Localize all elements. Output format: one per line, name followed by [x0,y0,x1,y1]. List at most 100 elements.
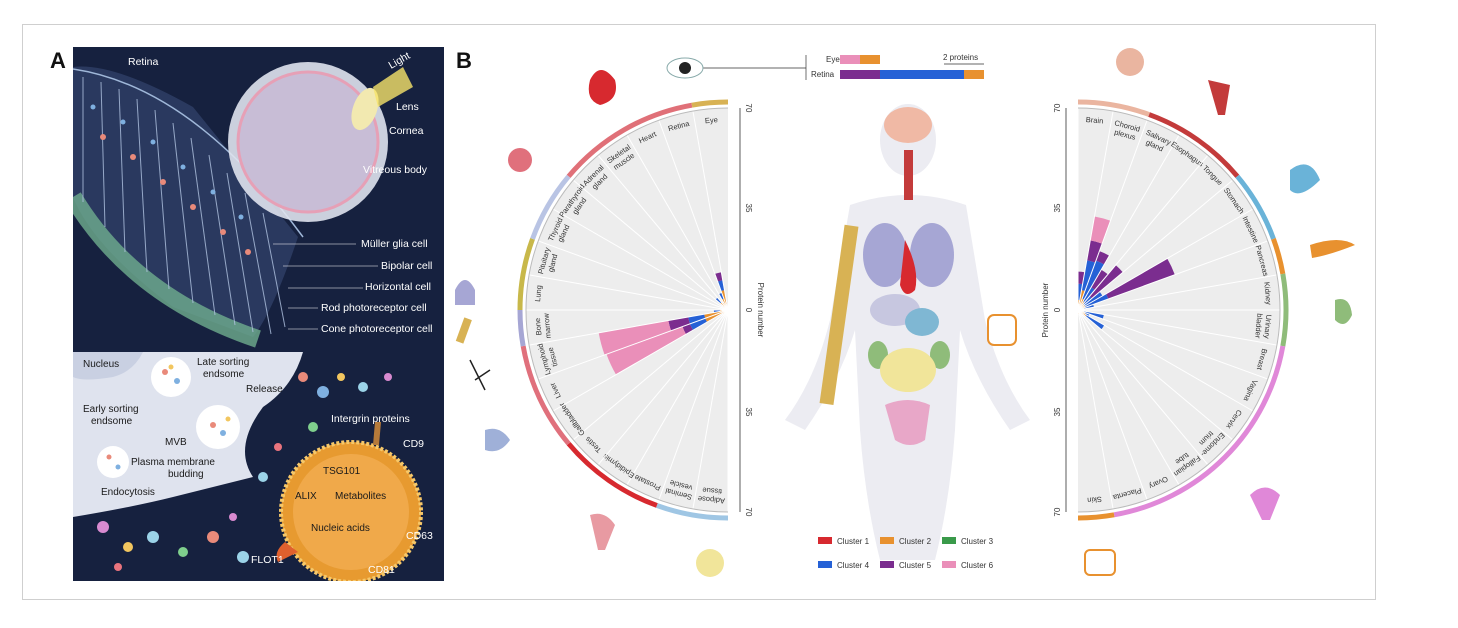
wedge-segment [1084,312,1090,317]
legend-label: Cluster 4 [837,561,870,570]
axis-label: Protein number [756,283,765,338]
region-arc [1113,345,1286,518]
metabolites-label: Metabolites [335,491,386,502]
eyeball [228,62,413,222]
lymph-icon [469,359,491,391]
kidney-icon [1335,299,1352,324]
wedge-segment [598,320,672,355]
organ-label: Lung [533,285,543,302]
panel-b-letter: B [456,48,472,73]
wedge-segment [715,297,722,304]
wedge-segment [1084,291,1103,306]
lens-label: Lens [396,101,419,113]
retina-label: Retina [128,56,159,68]
legend-swatch [880,561,894,568]
region-arc [656,503,729,521]
cell-interior [73,352,303,517]
organ-label: Urinarybladder [1253,313,1273,340]
adipose-icon [696,549,724,577]
region-arc [517,238,535,311]
organ-label: Skin [1087,495,1102,505]
legend-swatch [942,537,956,544]
left-radial-chart: AdiposetissueSeminalvesicleProstateEpidi… [517,99,765,521]
stomach-icon [1290,164,1320,194]
vitreous-body-label: Vitreous body [363,164,428,176]
heart-icon [588,70,616,105]
bipolar-cell-label: Bipolar cell [381,260,432,272]
eye-retina-bar: Eye Retina 2 proteins [700,53,984,80]
legend-swatch [818,561,832,568]
axis-tick: 35 [744,408,753,417]
tsg101-label: TSG101 [323,466,361,477]
organ-label: Kidney [1262,282,1273,306]
wedge-segment [1091,269,1108,290]
region-arc [566,442,658,508]
alix-label: ALIX [295,491,317,502]
wedge-segment [1085,315,1105,330]
cd9-label: CD9 [403,438,424,450]
released-vesicles [97,372,392,571]
panel-a-illustration: Retina Light Lens Cornea Vitreous body M… [73,47,444,581]
region-arc [517,309,526,347]
axis-tick: 35 [744,204,753,213]
axis-tick: 70 [1053,507,1062,516]
panel-a-svg: Retina Light Lens Cornea Vitreous body M… [73,50,433,581]
legend-label: Cluster 3 [961,537,994,546]
skin-icon [1084,549,1116,576]
region-arc [1077,512,1115,521]
wedge-segment [1105,258,1175,299]
region-arc [530,174,571,240]
retina-fan [73,66,304,348]
wedge-segment [1089,265,1123,299]
axis-tick: 0 [1053,307,1062,312]
liver-icon [485,428,510,452]
axis-tick: 70 [744,508,753,517]
rod-cell-label: Rod photoreceptor cell [321,302,427,314]
legend-label: Cluster 2 [899,537,932,546]
legend-swatch [880,537,894,544]
prostate-icon [590,513,615,550]
axis-label: Protein number [1041,282,1050,337]
axis-tick: 70 [744,104,753,113]
wedge-segment [690,318,708,331]
cd63-label: CD63 [406,530,433,542]
organ-icons [455,48,1355,577]
uterus-icon [1250,487,1280,520]
region-arc [566,102,693,178]
region-arc [1077,99,1150,117]
legend-swatch [818,537,832,544]
region-arc [1271,238,1286,275]
thyroid-icon [508,148,532,172]
endocytosis-label: Endocytosis [101,487,155,498]
wedge-segment [1083,311,1104,319]
wedge-segment [1084,293,1109,308]
horizontal-cell-label: Horizontal cell [365,281,431,293]
legend-label: Cluster 1 [837,537,870,546]
wedge-segment [606,326,687,375]
body-silhouette [785,104,1030,560]
bone-icon [455,317,472,344]
nucleus-label: Nucleus [83,359,119,370]
region-arc [520,345,571,446]
organ-label: Adiposetissue [698,485,727,505]
scale-label: 2 proteins [943,53,978,62]
flot1-label: FLOT1 [251,554,284,566]
cd81-label: CD81 [368,564,395,576]
cone-cell-label: Cone photoreceptor cell [321,323,433,335]
axis-tick: 70 [1053,103,1062,112]
organ-label: Brain [1085,115,1103,125]
nucleic-acids-label: Nucleic acids [311,523,370,534]
release-label: Release [246,384,283,395]
salivary-icon [1208,80,1230,115]
eye-bar-label: Eye [826,55,840,64]
legend-swatch [942,561,956,568]
wedge-segment [1081,260,1096,292]
wedge-segment [718,292,724,300]
exosome [276,422,423,581]
